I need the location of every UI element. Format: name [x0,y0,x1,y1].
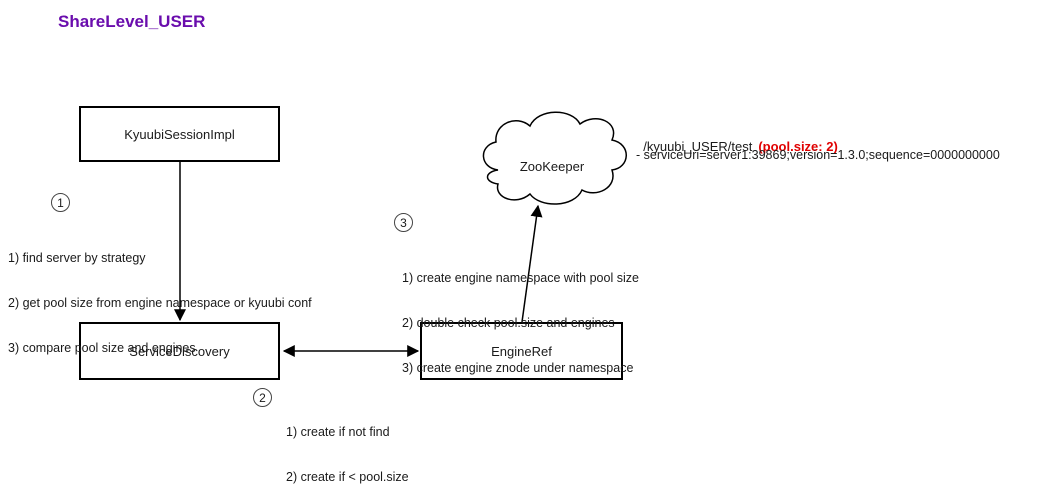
step-1-marker: 1 [51,193,70,212]
step-3-line-1: 1) create engine namespace with pool siz… [402,271,639,285]
diagram-title: ShareLevel_USER [58,12,206,31]
step-3-line-3: 3) create engine znode under namespace [402,361,634,375]
zk-node-entry: - serviceUri=server1:39869;version=1.3.0… [636,148,1000,162]
step-2-notes: 1) create if not find 2) create if < poo… [286,395,409,500]
step-1-notes: 1) find server by strategy 2) get pool s… [8,221,312,371]
step-1-line-3: 3) compare pool size and engines [8,341,196,355]
step-1-line-2: 2) get pool size from engine namespace o… [8,296,312,310]
step-3-line-2: 2) double check pool.size and engines [402,316,615,330]
zk-node-path: /kyuubi_USER/test [643,139,753,154]
step-2-line-2: 2) create if < pool.size [286,470,409,484]
step-3-notes: 1) create engine namespace with pool siz… [402,241,639,391]
step-1-line-1: 1) find server by strategy [8,251,146,265]
zk-pool-size-highlight: (pool.size: 2) [758,139,838,154]
step-2-marker: 2 [253,388,272,407]
step-2-line-1: 1) create if not find [286,425,390,439]
engine-ref-label: EngineRef [491,343,552,359]
zookeeper-cloud [482,111,627,205]
kyuubi-session-impl-label: KyuubiSessionImpl [124,126,235,142]
arrow-engineref-to-zookeeper [521,204,543,323]
service-discovery-box: ServiceDiscovery [79,322,280,380]
step-3-marker: 3 [394,213,413,232]
kyuubi-session-impl-box: KyuubiSessionImpl [79,106,280,162]
engine-ref-box: EngineRef [420,322,623,380]
connectors [174,111,627,357]
zookeeper-label: ZooKeeper [519,159,585,174]
service-discovery-label: ServiceDiscovery [129,343,230,359]
zk-node-path-line: /kyuubi_USER/test (pool.size: 2) [636,124,838,154]
